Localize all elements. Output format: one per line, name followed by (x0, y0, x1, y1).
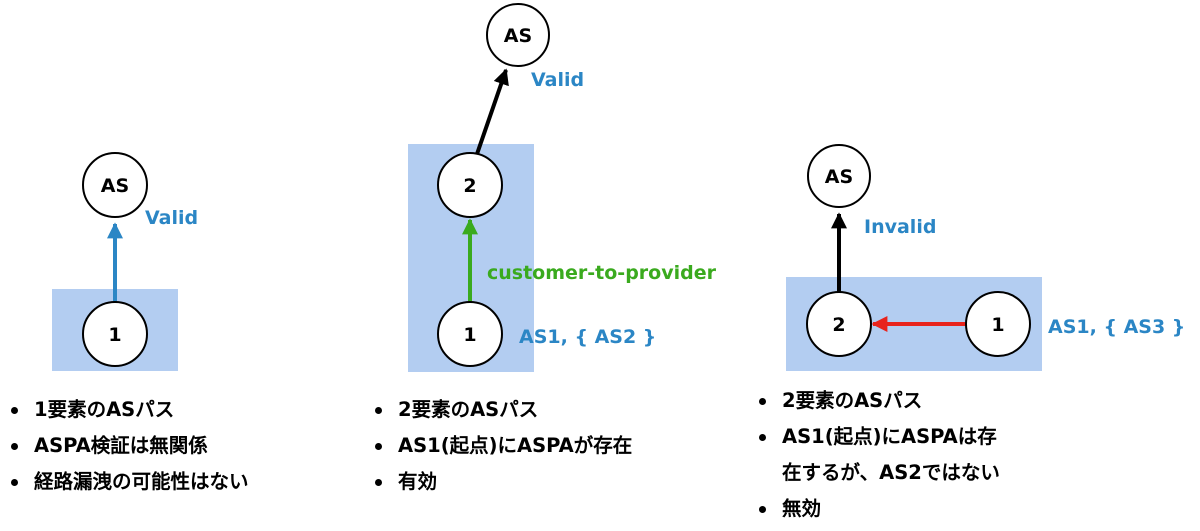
panel-1-node-1: 1 (82, 301, 148, 367)
bullet-item: AS1(起点)にASPAが存在 (372, 428, 632, 464)
panel-3-node-1: 1 (965, 291, 1031, 357)
panel-3-aspa-label: AS1, { AS3 } (1048, 316, 1185, 338)
panel-3-bullet-list: 2要素のASパス AS1(起点)にASPAは存 在するが、AS2ではない 無効 (756, 383, 1000, 527)
bullet-item: ASPA検証は無関係 (8, 428, 249, 464)
panel-2: AS Valid 2 1 customer-to-provider AS1, {… (408, 3, 717, 372)
panel-3: AS Invalid 2 1 AS1, { AS3 } (786, 144, 1185, 371)
panel-2-node-2: 2 (437, 152, 503, 218)
panel-3-top-node-label: AS (825, 166, 853, 188)
panel-2-arrow-2-to-as (475, 68, 509, 155)
panel-2-node-2-label: 2 (463, 175, 476, 197)
bullet-item: 無効 (756, 491, 1000, 527)
bullet-item-continuation: 在するが、AS2ではない (782, 461, 1000, 484)
panel-1-top-node: AS (82, 152, 148, 218)
panel-1: AS Valid 1 (52, 152, 198, 371)
panel-1-node-1-label: 1 (108, 324, 121, 346)
bullet-item: 有効 (372, 464, 632, 500)
bullet-item: 2要素のASパス (372, 392, 632, 428)
panel-2-aspa-label: AS1, { AS2 } (519, 326, 656, 348)
panel-1-top-node-label: AS (101, 175, 129, 197)
panel-2-edge-label: customer-to-provider (487, 262, 717, 284)
panel-2-top-node: AS (486, 3, 550, 67)
panel-2-status-label: Valid (531, 69, 584, 91)
panel-3-status-label: Invalid (864, 216, 936, 238)
panel-2-node-1: 1 (437, 301, 503, 367)
bullet-item: 1要素のASパス (8, 392, 249, 428)
panel-2-bullet-list: 2要素のASパス AS1(起点)にASPAが存在 有効 (372, 392, 632, 500)
panel-1-bullet-list: 1要素のASパス ASPA検証は無関係 経路漏洩の可能性はない (8, 392, 249, 500)
bullet-item: AS1(起点)にASPAは存 (756, 419, 1000, 455)
panel-2-node-1-label: 1 (463, 324, 476, 346)
panel-3-top-node: AS (807, 144, 871, 208)
panel-1-status-label: Valid (145, 207, 198, 229)
bullet-item: 2要素のASパス (756, 383, 1000, 419)
panel-3-node-1-label: 1 (991, 314, 1004, 336)
bullet-item: 経路漏洩の可能性はない (8, 464, 249, 500)
panel-3-node-2: 2 (806, 291, 872, 357)
panel-3-node-2-label: 2 (832, 314, 845, 336)
panel-2-top-node-label: AS (504, 25, 532, 47)
